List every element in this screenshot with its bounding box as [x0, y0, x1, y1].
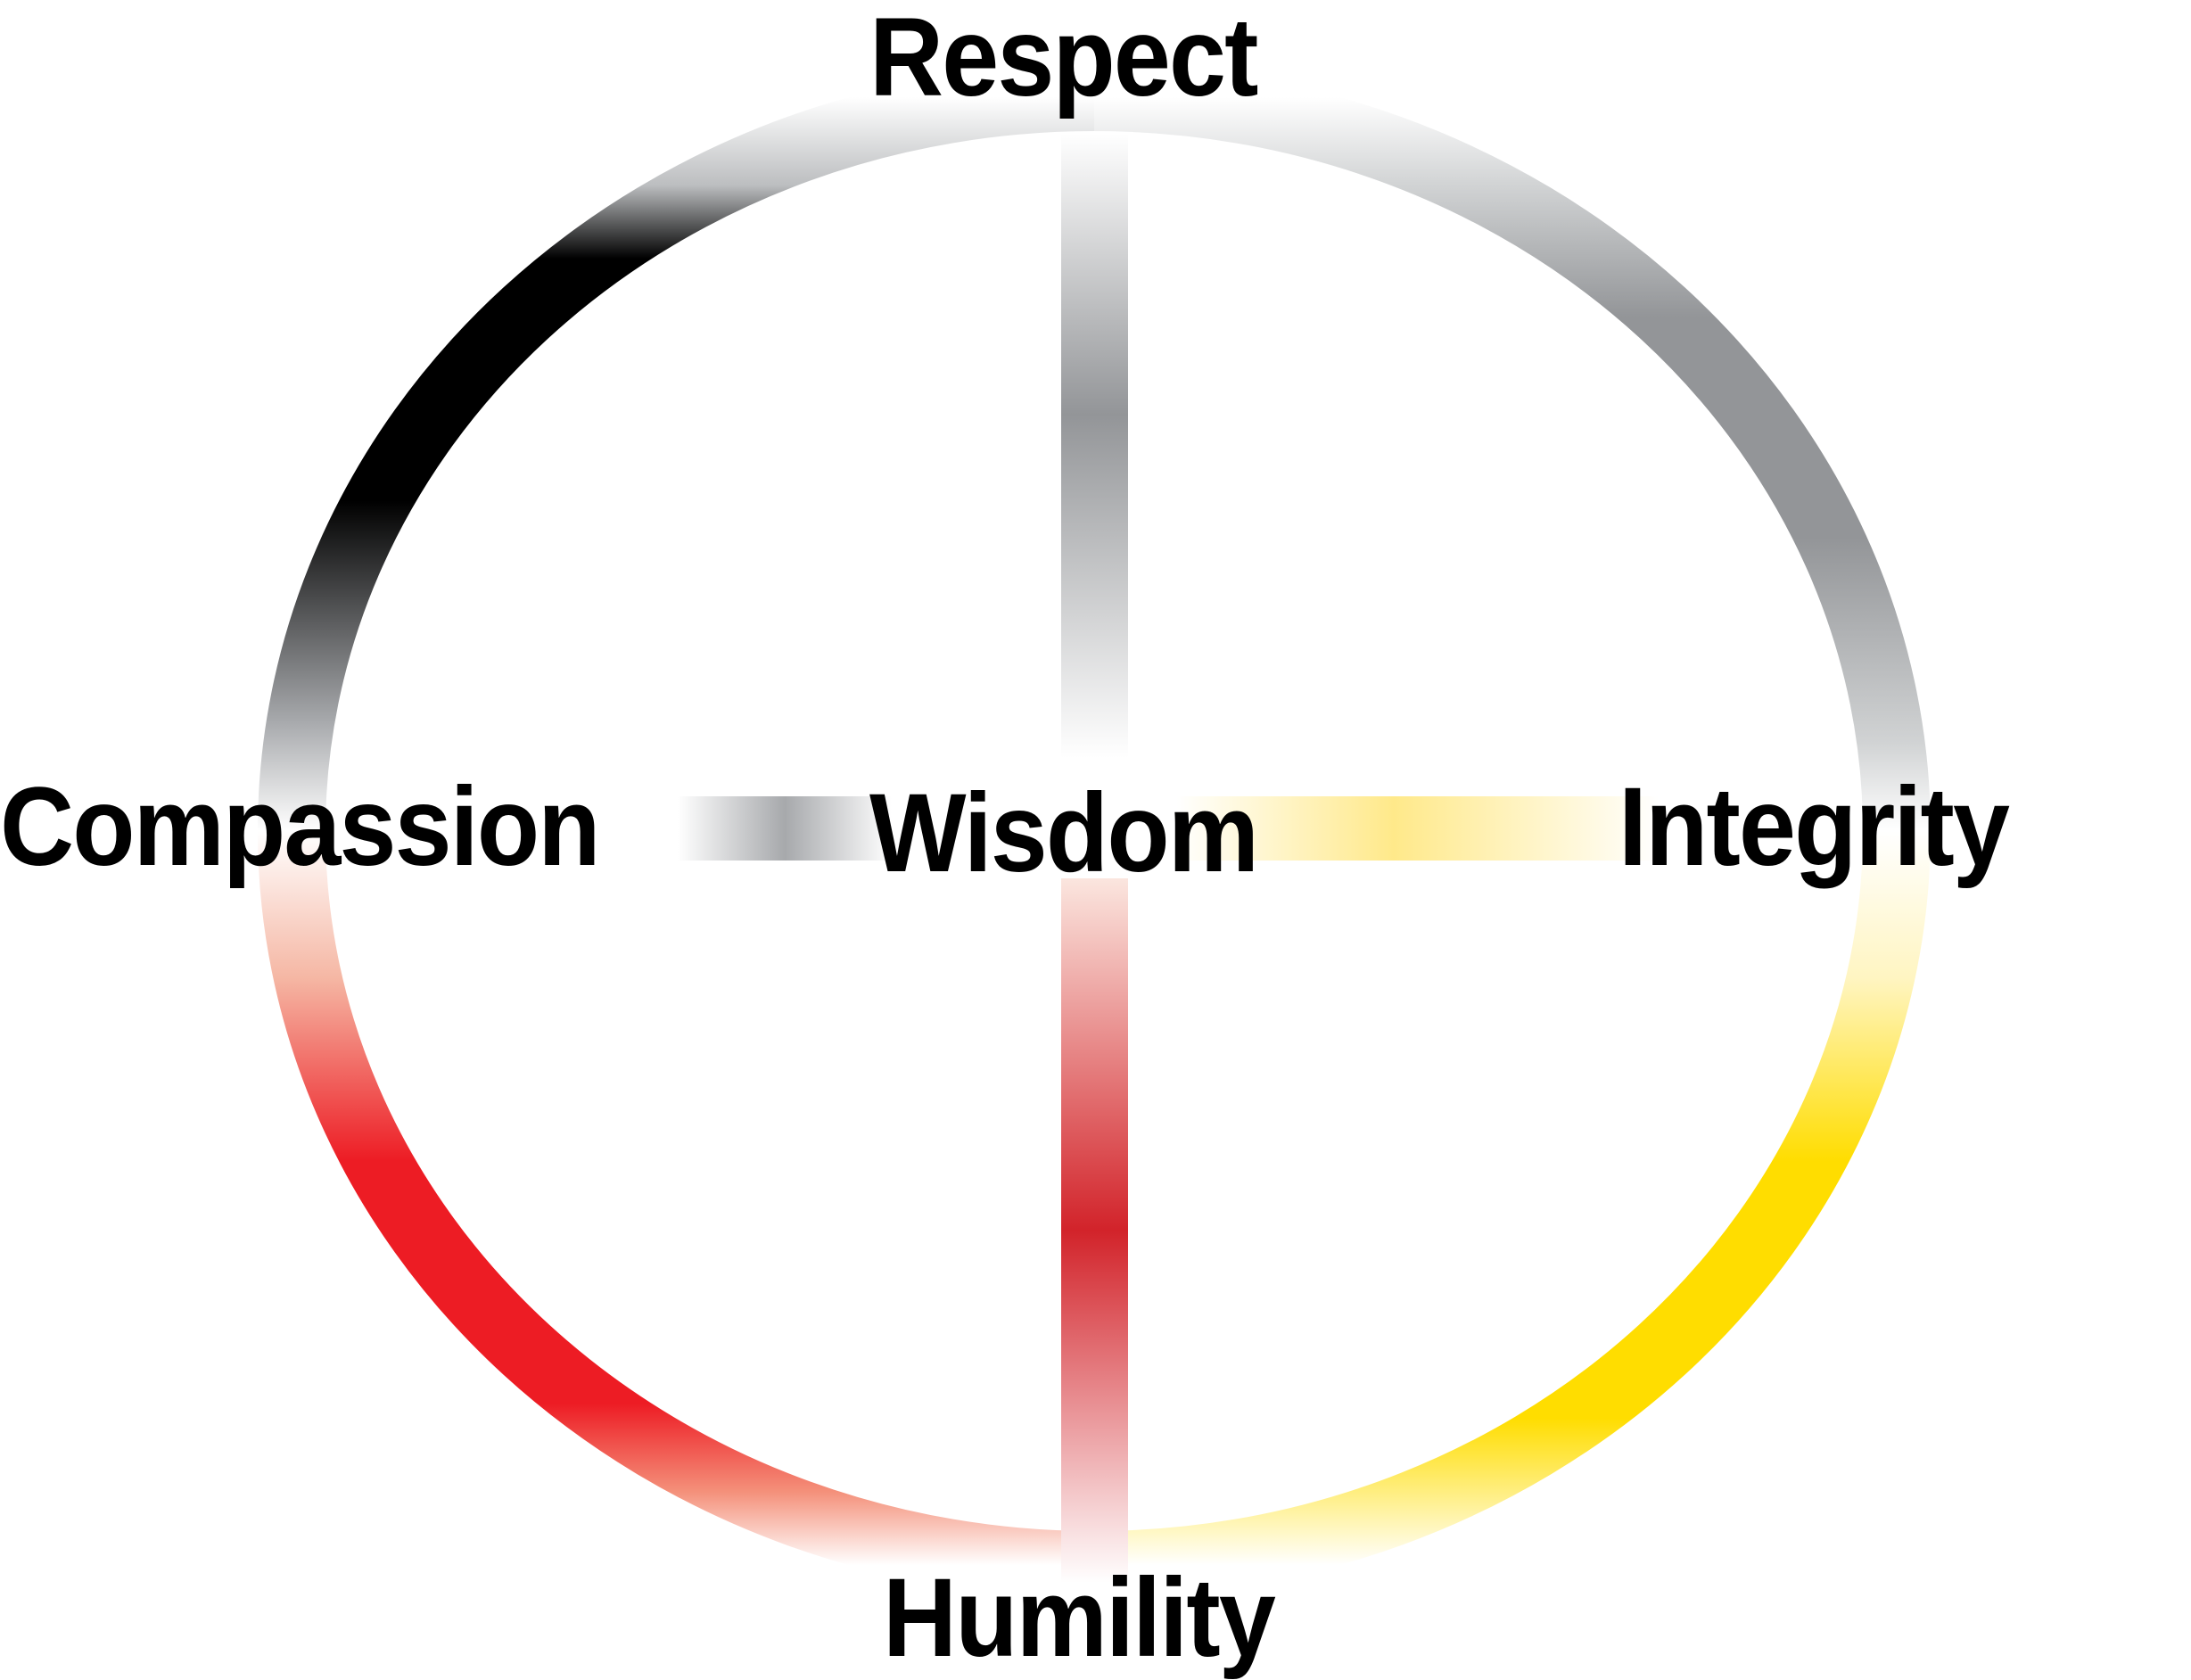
label-respect: Respect [869, 0, 1258, 119]
label-wisdom: Wisdom [869, 771, 1259, 895]
axis-south [1061, 878, 1128, 1583]
label-compassion: Compassion [0, 765, 601, 889]
label-integrity: Integrity [1619, 765, 2010, 889]
arc-north-west [258, 63, 1095, 832]
axis-east [1177, 796, 1659, 861]
arc-south-west [258, 830, 1095, 1599]
label-humility: Humility [883, 1556, 1276, 1680]
arc-south-east [1093, 830, 1931, 1599]
axis-west [678, 796, 892, 861]
arc-north-east [1093, 63, 1931, 832]
axis-north [1061, 134, 1128, 758]
